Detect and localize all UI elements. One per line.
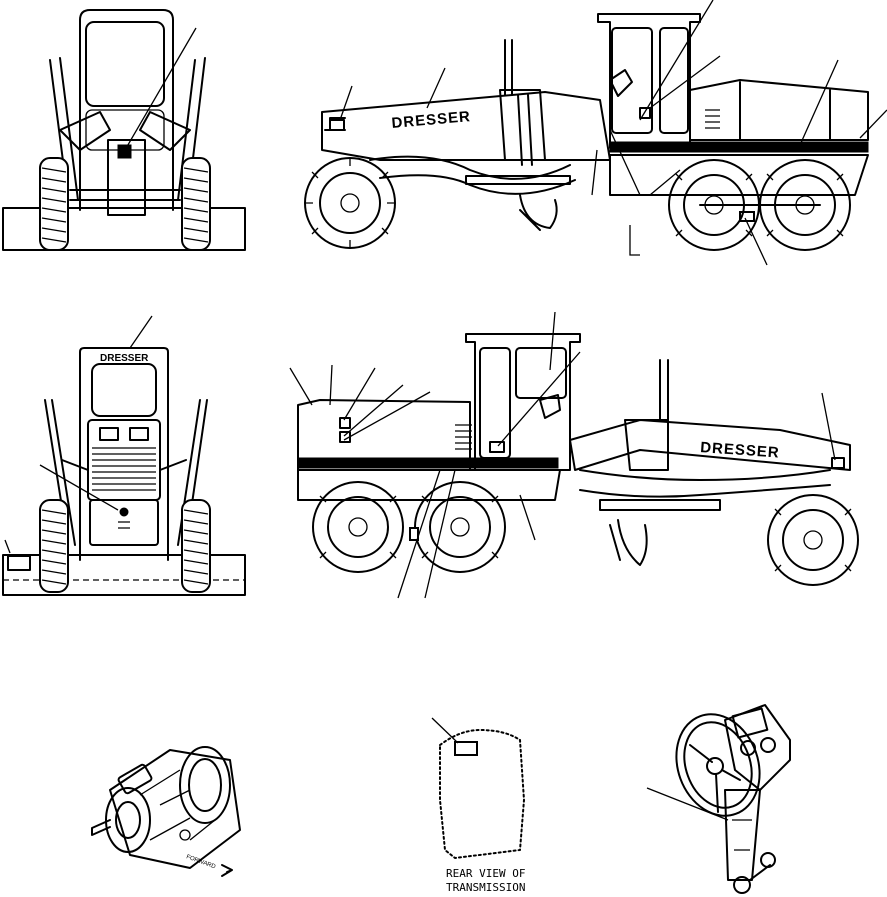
rear-view-right-tire bbox=[181, 499, 211, 593]
lower-frame bbox=[569, 419, 851, 471]
upper-frame bbox=[321, 91, 611, 161]
steering-console bbox=[646, 704, 791, 894]
rear-view: DRESSER bbox=[2, 315, 246, 596]
front-view-windshield bbox=[85, 21, 165, 107]
transmission-rear-view: REAR VIEW OF TRANSMISSION bbox=[431, 717, 525, 894]
lower-cab bbox=[465, 333, 581, 471]
front-view-right-tire bbox=[181, 157, 211, 251]
front-view-cab bbox=[79, 9, 174, 211]
upper-brand-label: DRESSER bbox=[391, 108, 472, 132]
caption-line-2: TRANSMISSION bbox=[446, 881, 525, 894]
console-column bbox=[724, 789, 761, 881]
front-view-ground bbox=[2, 207, 246, 251]
upper-front-wheel bbox=[304, 157, 396, 249]
rear-brand-label: DRESSER bbox=[100, 353, 149, 364]
transmission-decal bbox=[454, 741, 478, 756]
upper-belt-stripe bbox=[609, 141, 869, 153]
rear-view-tag bbox=[7, 555, 31, 571]
upper-cab bbox=[597, 13, 701, 149]
rear-view-decal bbox=[119, 507, 129, 517]
lower-rear-wheel-1 bbox=[312, 481, 404, 573]
steering-wheel bbox=[675, 713, 761, 817]
front-view-decal bbox=[117, 144, 132, 159]
transmission-housing bbox=[109, 749, 241, 869]
front-view-left-tire bbox=[39, 157, 69, 251]
side-view-left: DRESSER bbox=[304, 0, 887, 266]
rear-view-left-tire bbox=[39, 499, 69, 593]
transmission-iso: FORWARD bbox=[91, 746, 241, 877]
upper-rear-wheel-2 bbox=[759, 159, 851, 251]
side-view-right: DRESSER bbox=[289, 311, 859, 599]
front-view-leader bbox=[124, 27, 197, 151]
transmission-outline bbox=[439, 729, 525, 859]
front-view bbox=[2, 9, 246, 251]
upper-engine-hood bbox=[689, 79, 869, 141]
lower-brand-label: DRESSER bbox=[700, 439, 781, 462]
lower-front-wheel bbox=[767, 494, 859, 586]
rear-view-ground bbox=[2, 554, 246, 596]
forward-arrow-icon bbox=[221, 864, 233, 877]
lower-rear-wheel-2 bbox=[414, 481, 506, 573]
lower-belt-stripe bbox=[297, 457, 559, 469]
caption-line-1: REAR VIEW OF bbox=[446, 867, 525, 880]
console-head bbox=[724, 704, 791, 791]
